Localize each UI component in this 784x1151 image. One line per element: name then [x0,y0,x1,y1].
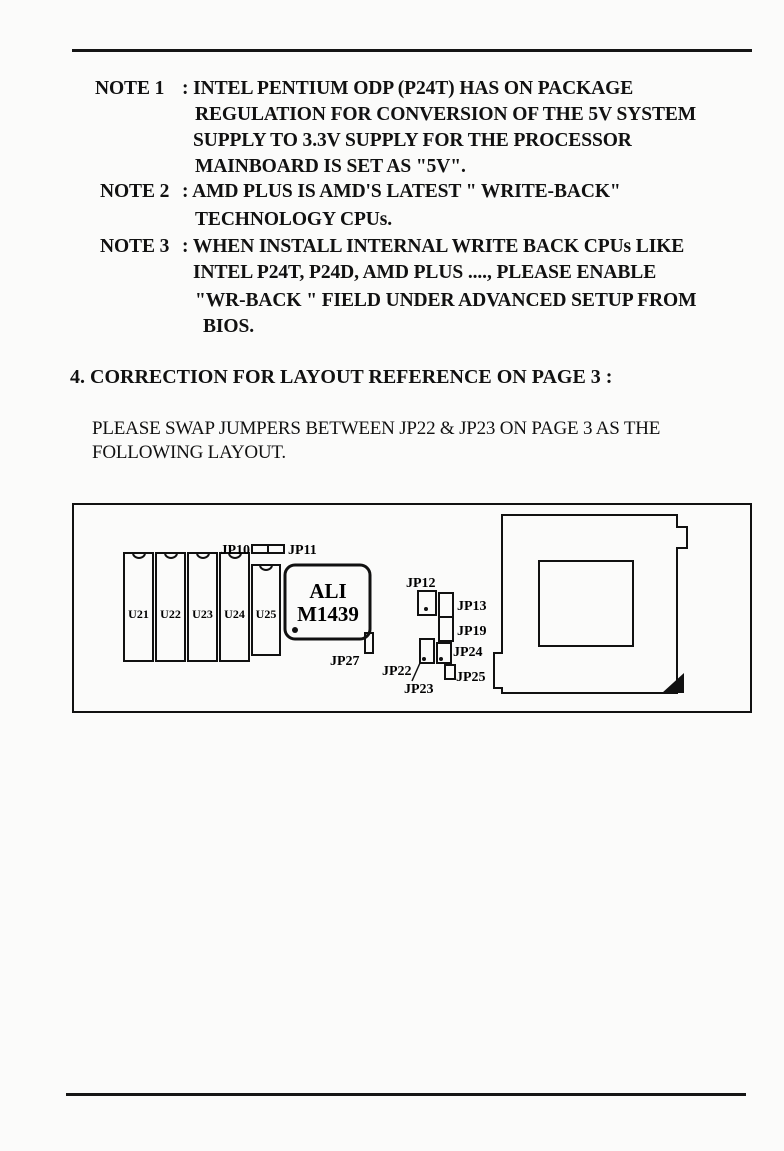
chip-label-u24: U24 [224,607,245,621]
chip-label-u22: U22 [160,607,181,621]
note-1-line-4: MAINBOARD IS SET AS "5V". [195,156,466,177]
label-jp27: JP27 [330,654,360,669]
label-jp11: JP11 [288,543,317,558]
chip-u23: U23 [187,552,218,662]
notes-block: NOTE 1 : INTEL PENTIUM ODP (P24T) HAS ON… [0,0,784,340]
top-rule [72,49,752,52]
chipset-label-2: M1439 [297,602,359,626]
section-body-line-2: FOLLOWING LAYOUT. [92,442,286,463]
chip-label-u25: U25 [256,607,277,621]
label-jp23: JP23 [404,682,434,697]
note-1-line-2: REGULATION FOR CONVERSION OF THE 5V SYST… [195,104,697,125]
note-2-line-2: TECHNOLOGY CPUs. [195,209,393,230]
cpu-die [538,560,634,647]
label-jp24: JP24 [453,645,483,660]
diagram-frame [72,503,752,713]
jumper-jp25 [444,664,456,680]
jumper-jp12 [417,590,437,616]
note-1-line-3: SUPPLY TO 3.3V SUPPLY FOR THE PROCESSOR [193,130,632,151]
layout-diagram: U21 U22 U23 U24 U25 JP10 JP11 ALI M1439 … [72,503,752,713]
label-jp19: JP19 [457,624,487,639]
chip-u24: U24 [219,552,250,662]
label-jp22: JP22 [382,664,412,679]
note-2-line-1: : AMD PLUS IS AMD'S LATEST " WRITE-BACK" [182,181,621,202]
note-3-line-3: "WR-BACK " FIELD UNDER ADVANCED SETUP FR… [195,290,697,311]
note-2-tag: NOTE 2 [100,181,170,202]
note-3-line-1: : WHEN INSTALL INTERNAL WRITE BACK CPUs … [182,236,685,257]
pin1-marker [662,673,684,693]
section-heading: 4. CORRECTION FOR LAYOUT REFERENCE ON PA… [70,366,613,388]
jumper-jp23 [436,642,452,664]
chipset-ali-m1439: ALI M1439 [283,563,372,641]
label-jp10: JP10 [220,543,250,558]
bottom-rule [66,1093,746,1096]
label-jp13: JP13 [457,599,487,614]
chip-u25: U25 [251,564,281,656]
label-jp25: JP25 [456,670,486,685]
note-3-tag: NOTE 3 [100,236,170,257]
chipset-label-1: ALI [309,579,346,603]
section-body-line-1: PLEASE SWAP JUMPERS BETWEEN JP22 & JP23 … [92,418,661,439]
jumper-jp22 [419,638,435,664]
chip-label-u21: U21 [128,607,149,621]
chip-label-u23: U23 [192,607,213,621]
note-1-line-1: : INTEL PENTIUM ODP (P24T) HAS ON PACKAG… [182,78,634,99]
label-jp12: JP12 [406,576,436,591]
chip-u21: U21 [123,552,154,662]
cpu-socket [493,514,688,694]
note-3-line-4: BIOS. [203,316,254,337]
note-3-line-2: INTEL P24T, P24D, AMD PLUS ...., PLEASE … [193,262,657,283]
chip-u22: U22 [155,552,186,662]
jumper-jp27 [364,632,374,654]
note-1-tag: NOTE 1 [95,78,165,99]
